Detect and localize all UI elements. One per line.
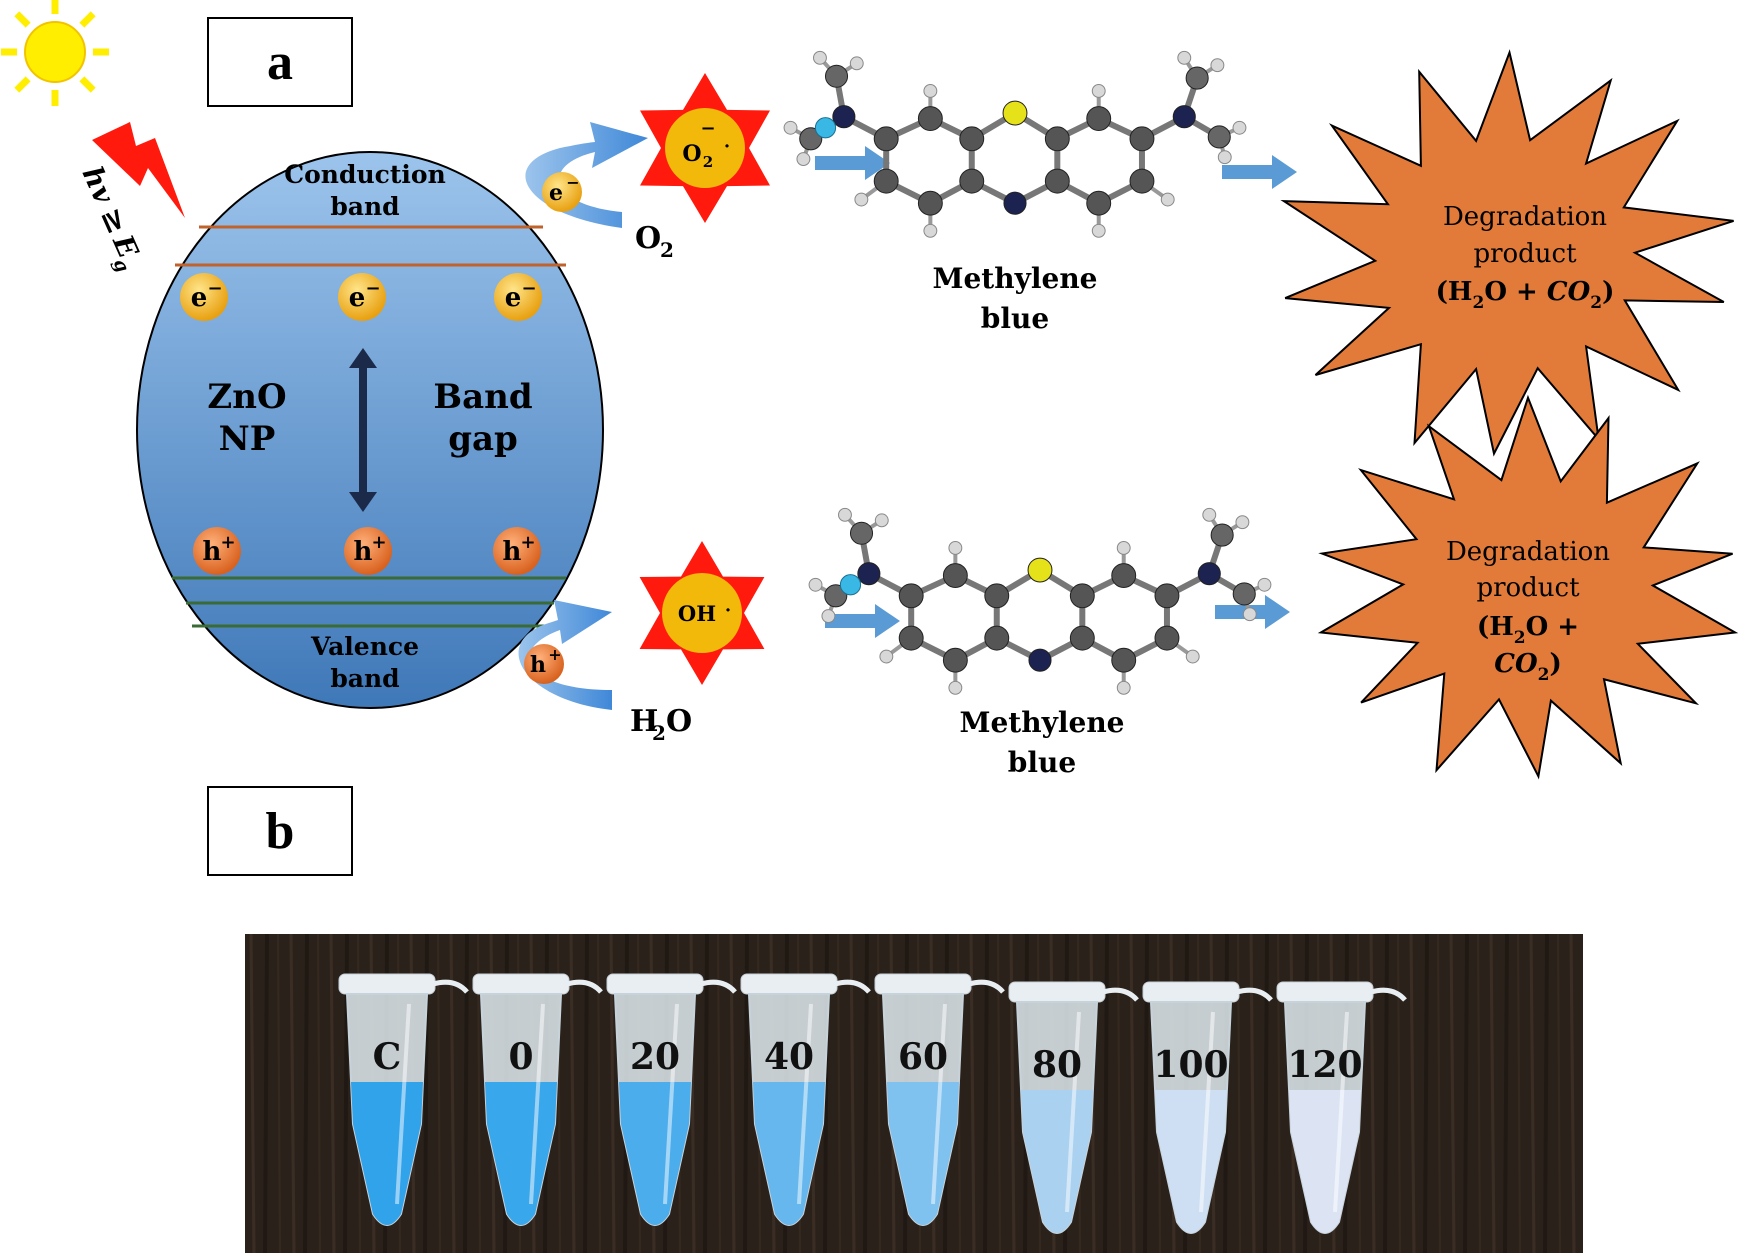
sample-tube: 60	[874, 973, 1005, 1226]
svg-text:Degradation: Degradation	[1446, 537, 1610, 567]
degradation-product-top: Degradation product (H2O + CO2)	[1280, 49, 1734, 457]
water-reactant: H 2 O	[630, 704, 692, 745]
svg-text:product: product	[1473, 239, 1577, 269]
conduction-band-label: Conduction	[284, 160, 446, 189]
svg-text:(H2O +: (H2O +	[1477, 612, 1579, 648]
svg-text:e: e	[191, 283, 208, 313]
process-arrow	[815, 146, 890, 180]
valence-band-label-2: band	[330, 664, 399, 693]
tube-label: 100	[1153, 1044, 1228, 1086]
panel-label-a: a	[207, 17, 353, 107]
svg-text:−: −	[521, 278, 536, 299]
degradation-product-bottom: Degradation product (H2O + CO2)	[1317, 394, 1739, 780]
photocatalysis-mechanism-diagram: hv ≥ E g Conduction band Valence band Zn…	[1, 0, 1739, 780]
electron: e−	[180, 273, 228, 321]
band-gap-arrow	[349, 348, 377, 512]
dye-label-bottom: Methylene	[960, 706, 1125, 739]
hole: h+	[193, 527, 241, 575]
hydroxyl-radical: OH ·	[639, 541, 765, 685]
svg-text:−: −	[365, 278, 380, 299]
zno-nanoparticle: Conduction band Valence band ZnO NP Band…	[136, 151, 604, 709]
tube-label: 40	[764, 1036, 814, 1078]
sample-tube: 0	[472, 973, 603, 1226]
tube-label: 120	[1287, 1044, 1362, 1086]
svg-text:h: h	[354, 537, 373, 567]
svg-text:CO2): CO2)	[1494, 649, 1562, 685]
zno-label: ZnO	[207, 377, 286, 417]
dye-label-bottom-2: blue	[1008, 746, 1076, 779]
svg-text:H: H	[630, 704, 658, 739]
tubes-rack: C 0 20 40 60 80 100 120	[245, 934, 1583, 1253]
svg-text:O: O	[682, 141, 701, 167]
transferring-hole: h +	[524, 644, 564, 684]
svg-text:g: g	[109, 256, 133, 276]
conduction-band-label-2: band	[330, 192, 399, 221]
methylene-blue-molecule	[783, 50, 1247, 238]
svg-text:·: ·	[724, 136, 730, 157]
svg-text:O: O	[666, 704, 692, 739]
svg-text:h: h	[503, 537, 522, 567]
sample-tube: 120	[1276, 981, 1407, 1234]
tubes-photo: C 0 20 40 60 80 100 120	[245, 934, 1583, 1253]
tube-label: 0	[508, 1036, 533, 1078]
svg-text:+: +	[548, 645, 561, 664]
svg-text:+: +	[220, 532, 235, 553]
zno-label-2: NP	[219, 419, 276, 459]
sample-tube: 100	[1142, 981, 1273, 1234]
hole: h+	[344, 527, 392, 575]
sun-icon	[1, 0, 109, 106]
transferring-electron: e −	[542, 172, 582, 212]
svg-text:2: 2	[660, 238, 674, 262]
svg-text:−: −	[566, 173, 579, 192]
sample-tube: 20	[606, 973, 737, 1226]
svg-text:(H2O + CO2): (H2O + CO2)	[1436, 277, 1615, 313]
svg-text:O: O	[635, 221, 661, 256]
electron: e−	[338, 273, 386, 321]
svg-text:h: h	[530, 652, 546, 678]
electron: e−	[494, 273, 542, 321]
process-arrow	[825, 604, 900, 638]
svg-text:product: product	[1476, 573, 1580, 603]
svg-text:OH: OH	[678, 601, 716, 626]
svg-text:−: −	[207, 278, 222, 299]
svg-text:e: e	[349, 283, 366, 313]
process-arrow	[1222, 155, 1297, 189]
svg-text:2: 2	[703, 153, 713, 171]
sample-tube: 40	[740, 973, 871, 1226]
oxygen-reactant: O 2	[635, 221, 674, 262]
electron-transfer-arrow	[525, 122, 648, 228]
svg-text:+: +	[371, 532, 386, 553]
svg-text:·: ·	[725, 600, 731, 621]
tube-label: 80	[1032, 1044, 1082, 1086]
svg-text:2: 2	[652, 721, 666, 745]
superoxide-radical: O 2 − ·	[640, 73, 770, 223]
svg-text:+: +	[520, 532, 535, 553]
dye-label-top: Methylene	[933, 262, 1098, 295]
panel-label-b: b	[207, 786, 353, 876]
band-gap-label: Band	[433, 377, 532, 417]
methylene-blue-molecule	[808, 507, 1272, 695]
sample-tube: C	[338, 973, 469, 1226]
svg-text:−: −	[700, 118, 715, 139]
hole: h+	[493, 527, 541, 575]
band-gap-label-2: gap	[448, 419, 518, 459]
sample-tube: 80	[1008, 981, 1139, 1234]
tube-label: 60	[898, 1036, 948, 1078]
svg-text:hv: hv	[76, 161, 121, 209]
lightning-icon	[92, 122, 185, 218]
valence-band-label: Valence	[310, 632, 419, 661]
dye-label-top-2: blue	[981, 302, 1049, 335]
svg-text:e: e	[549, 180, 563, 206]
tube-label: C	[373, 1036, 402, 1078]
svg-text:e: e	[505, 283, 522, 313]
tube-label: 20	[630, 1036, 680, 1078]
svg-text:Degradation: Degradation	[1443, 202, 1607, 232]
svg-text:h: h	[203, 537, 222, 567]
